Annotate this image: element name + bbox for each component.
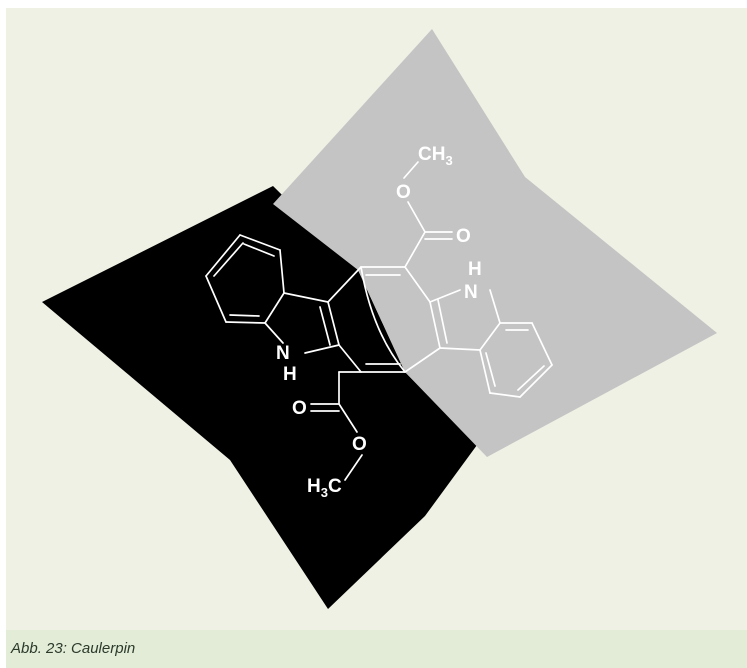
bond [205, 275, 227, 323]
bond [225, 321, 266, 324]
bond [304, 344, 340, 354]
bond [407, 201, 426, 233]
dark-region [42, 186, 477, 609]
light-region [273, 29, 717, 457]
bond [283, 292, 329, 303]
bond [319, 306, 331, 346]
caption-text: Abb. 23: Caulerpin [11, 640, 136, 657]
bond [404, 231, 426, 268]
bond-network [205, 161, 553, 481]
bond [429, 301, 441, 349]
bond [479, 322, 501, 351]
bond [264, 292, 285, 324]
nh-left-h-label: H [283, 364, 297, 385]
bond [213, 242, 244, 277]
o-ether-bottom-label: O [352, 434, 367, 455]
o-carbonyl-top-label: O [456, 226, 471, 247]
bond [229, 314, 260, 317]
bond [344, 454, 363, 481]
bond [239, 234, 281, 251]
bond [327, 266, 362, 303]
ch3-top-label: CH3 [418, 144, 453, 168]
bond [404, 347, 441, 373]
bond [517, 365, 545, 391]
bond [489, 289, 501, 324]
o-ether-top-label: O [396, 182, 411, 203]
figure-caption: Abb. 23: Caulerpin [6, 630, 747, 668]
bond [437, 299, 448, 344]
bond [338, 344, 362, 373]
bond [243, 243, 275, 257]
h3c-bottom-label: H3C [307, 476, 342, 500]
bond [404, 266, 431, 303]
bond [489, 392, 521, 398]
bond [479, 349, 491, 394]
nh-right-n-label: N [464, 282, 478, 303]
caulerpin-diagram: CH3 O O H N N H O O H3C [42, 29, 717, 609]
nh-left-n-label: N [276, 343, 290, 364]
bond [264, 322, 284, 344]
bond [205, 234, 241, 277]
bond [360, 266, 406, 373]
bond [327, 301, 340, 346]
bond [338, 403, 358, 433]
o-carbonyl-bottom-label: O [292, 398, 307, 419]
bond [439, 347, 481, 351]
bond [531, 322, 553, 366]
bond [279, 249, 285, 294]
bond [519, 364, 553, 398]
bond [485, 352, 496, 387]
bond [403, 161, 419, 179]
nh-right-h-label: H [468, 259, 482, 280]
bond [429, 289, 461, 303]
